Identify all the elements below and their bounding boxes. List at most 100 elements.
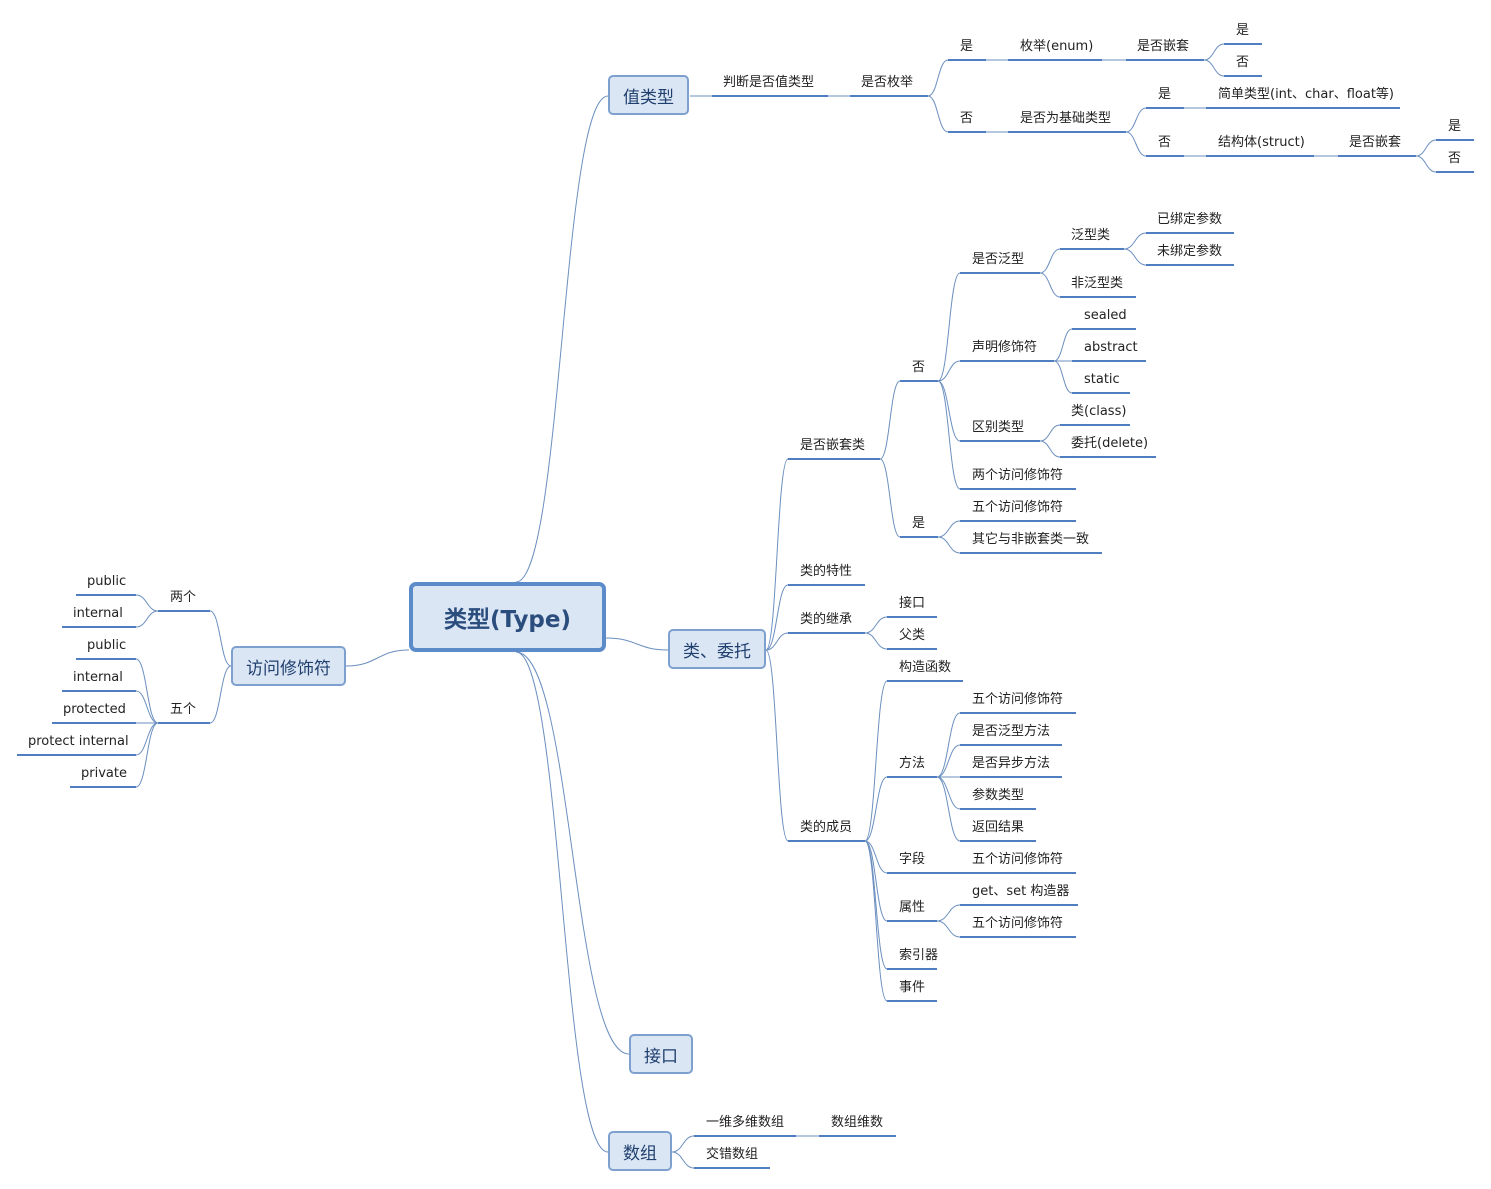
connector-55 <box>936 904 961 922</box>
root-topic[interactable]: 类型(Type) <box>409 582 606 652</box>
connector-65 <box>135 690 159 724</box>
node-parent-class[interactable]: 父类 <box>899 628 926 643</box>
node-judge-value-type[interactable]: 判断是否值类型 <box>723 75 815 90</box>
node-method-five-access[interactable]: 五个访问修饰符 <box>972 692 1064 707</box>
node-nested-no[interactable]: 否 <box>912 360 926 375</box>
connector-38 <box>1039 424 1061 442</box>
node-array-dimension[interactable]: 数组维数 <box>831 1115 884 1130</box>
topic-interface[interactable]: 接口 <box>629 1034 693 1074</box>
connector-67 <box>135 722 159 756</box>
node-two-access[interactable]: 两个访问修饰符 <box>972 468 1064 483</box>
node-is-async-method[interactable]: 是否异步方法 <box>972 756 1051 771</box>
node-enum-nested-no[interactable]: 否 <box>1236 55 1250 70</box>
node-sealed[interactable]: sealed <box>1084 308 1127 323</box>
connector-30 <box>937 380 961 490</box>
connector-34 <box>1123 248 1147 266</box>
node-non-generic-class[interactable]: 非泛型类 <box>1071 276 1124 291</box>
topic-class-delegate[interactable]: 类、委托 <box>668 629 766 669</box>
connector-61 <box>209 665 232 724</box>
node-nested-yes[interactable]: 是 <box>912 516 926 531</box>
node-enum-nested[interactable]: 是否嵌套 <box>1137 39 1190 54</box>
node-enum[interactable]: 枚举(enum) <box>1020 39 1094 54</box>
topic-value-type[interactable]: 值类型 <box>608 75 689 115</box>
connector-50 <box>936 712 961 778</box>
node-bound-params[interactable]: 已绑定参数 <box>1157 212 1223 227</box>
node-two-modifiers[interactable]: 两个 <box>170 590 197 605</box>
node-two-public[interactable]: public <box>87 574 127 589</box>
connector-49 <box>864 840 888 1002</box>
connector-53 <box>936 776 961 810</box>
node-class-keyword[interactable]: 类(class) <box>1071 404 1127 419</box>
connector-20 <box>1415 155 1437 173</box>
connector-11 <box>1203 43 1225 61</box>
node-multi-dim-array[interactable]: 一维多维数组 <box>706 1115 785 1130</box>
connector-43 <box>864 632 888 650</box>
node-five-modifiers[interactable]: 五个 <box>170 702 197 717</box>
node-enum-nested-yes[interactable]: 是 <box>1236 23 1250 38</box>
connector-33 <box>1123 232 1147 250</box>
node-interface-inherit[interactable]: 接口 <box>899 596 926 611</box>
node-abstract[interactable]: abstract <box>1084 340 1138 355</box>
node-is-enum[interactable]: 是否枚举 <box>861 75 914 90</box>
topic-array[interactable]: 数组 <box>608 1131 672 1171</box>
node-get-set[interactable]: get、set 构造器 <box>972 884 1070 899</box>
node-event[interactable]: 事件 <box>899 980 926 995</box>
node-five-access[interactable]: 五个访问修饰符 <box>972 500 1064 515</box>
node-two-internal[interactable]: internal <box>73 606 123 621</box>
node-is-generic-method[interactable]: 是否泛型方法 <box>972 724 1051 739</box>
connector-4 <box>345 649 410 667</box>
node-others-same[interactable]: 其它与非嵌套类一致 <box>972 532 1090 547</box>
node-is-basic[interactable]: 是否为基础类型 <box>1020 111 1112 126</box>
topic-access-modifiers[interactable]: 访问修饰符 <box>231 646 346 686</box>
connector-19 <box>1415 139 1437 157</box>
node-five-public[interactable]: public <box>87 638 127 653</box>
node-generic-class[interactable]: 泛型类 <box>1071 228 1111 243</box>
node-enum-no[interactable]: 否 <box>960 111 974 126</box>
node-indexer[interactable]: 索引器 <box>899 948 939 963</box>
node-property[interactable]: 属性 <box>899 900 926 915</box>
connector-26 <box>879 458 901 538</box>
node-is-generic[interactable]: 是否泛型 <box>972 252 1025 267</box>
connector-48 <box>864 840 888 970</box>
node-unbound-params[interactable]: 未绑定参数 <box>1157 244 1223 259</box>
node-five-protect-internal[interactable]: protect internal <box>28 734 129 749</box>
node-five-protected[interactable]: protected <box>63 702 126 717</box>
connector-32 <box>1039 272 1061 298</box>
node-inheritance[interactable]: 类的继承 <box>800 612 853 627</box>
node-jagged-array[interactable]: 交错数组 <box>706 1147 759 1162</box>
node-class-traits[interactable]: 类的特性 <box>800 564 853 579</box>
node-param-types[interactable]: 参数类型 <box>972 788 1025 803</box>
node-five-internal[interactable]: internal <box>73 670 123 685</box>
node-members[interactable]: 类的成员 <box>800 820 853 835</box>
node-is-nested-class[interactable]: 是否嵌套类 <box>800 438 866 453</box>
node-simple-types[interactable]: 简单类型(int、char、float等) <box>1218 87 1394 102</box>
connector-3 <box>515 651 609 1153</box>
node-static[interactable]: static <box>1084 372 1120 387</box>
node-basic-yes[interactable]: 是 <box>1158 87 1172 102</box>
node-distinguish-type[interactable]: 区别类型 <box>972 420 1025 435</box>
node-struct-nested[interactable]: 是否嵌套 <box>1349 135 1402 150</box>
node-five-private[interactable]: private <box>81 766 127 781</box>
connector-37 <box>1053 360 1073 394</box>
node-delegate-keyword[interactable]: 委托(delete) <box>1071 436 1149 451</box>
node-struct[interactable]: 结构体(struct) <box>1218 135 1305 150</box>
node-constructor[interactable]: 构造函数 <box>899 660 952 675</box>
node-decl-modifiers[interactable]: 声明修饰符 <box>972 340 1038 355</box>
node-method[interactable]: 方法 <box>899 756 926 771</box>
connector-1 <box>605 637 669 651</box>
connector-24 <box>765 649 789 842</box>
connector-62 <box>135 594 159 612</box>
node-return-result[interactable]: 返回结果 <box>972 820 1025 835</box>
node-field[interactable]: 字段 <box>899 852 926 867</box>
node-enum-yes[interactable]: 是 <box>960 39 974 54</box>
connector-42 <box>864 616 888 634</box>
connector-22 <box>765 584 789 651</box>
connector-68 <box>135 722 159 788</box>
node-struct-nested-no[interactable]: 否 <box>1448 151 1462 166</box>
connector-29 <box>937 380 961 442</box>
node-field-five-access[interactable]: 五个访问修饰符 <box>972 852 1064 867</box>
node-property-five-access[interactable]: 五个访问修饰符 <box>972 916 1064 931</box>
node-struct-nested-yes[interactable]: 是 <box>1448 119 1462 134</box>
node-basic-no[interactable]: 否 <box>1158 135 1172 150</box>
